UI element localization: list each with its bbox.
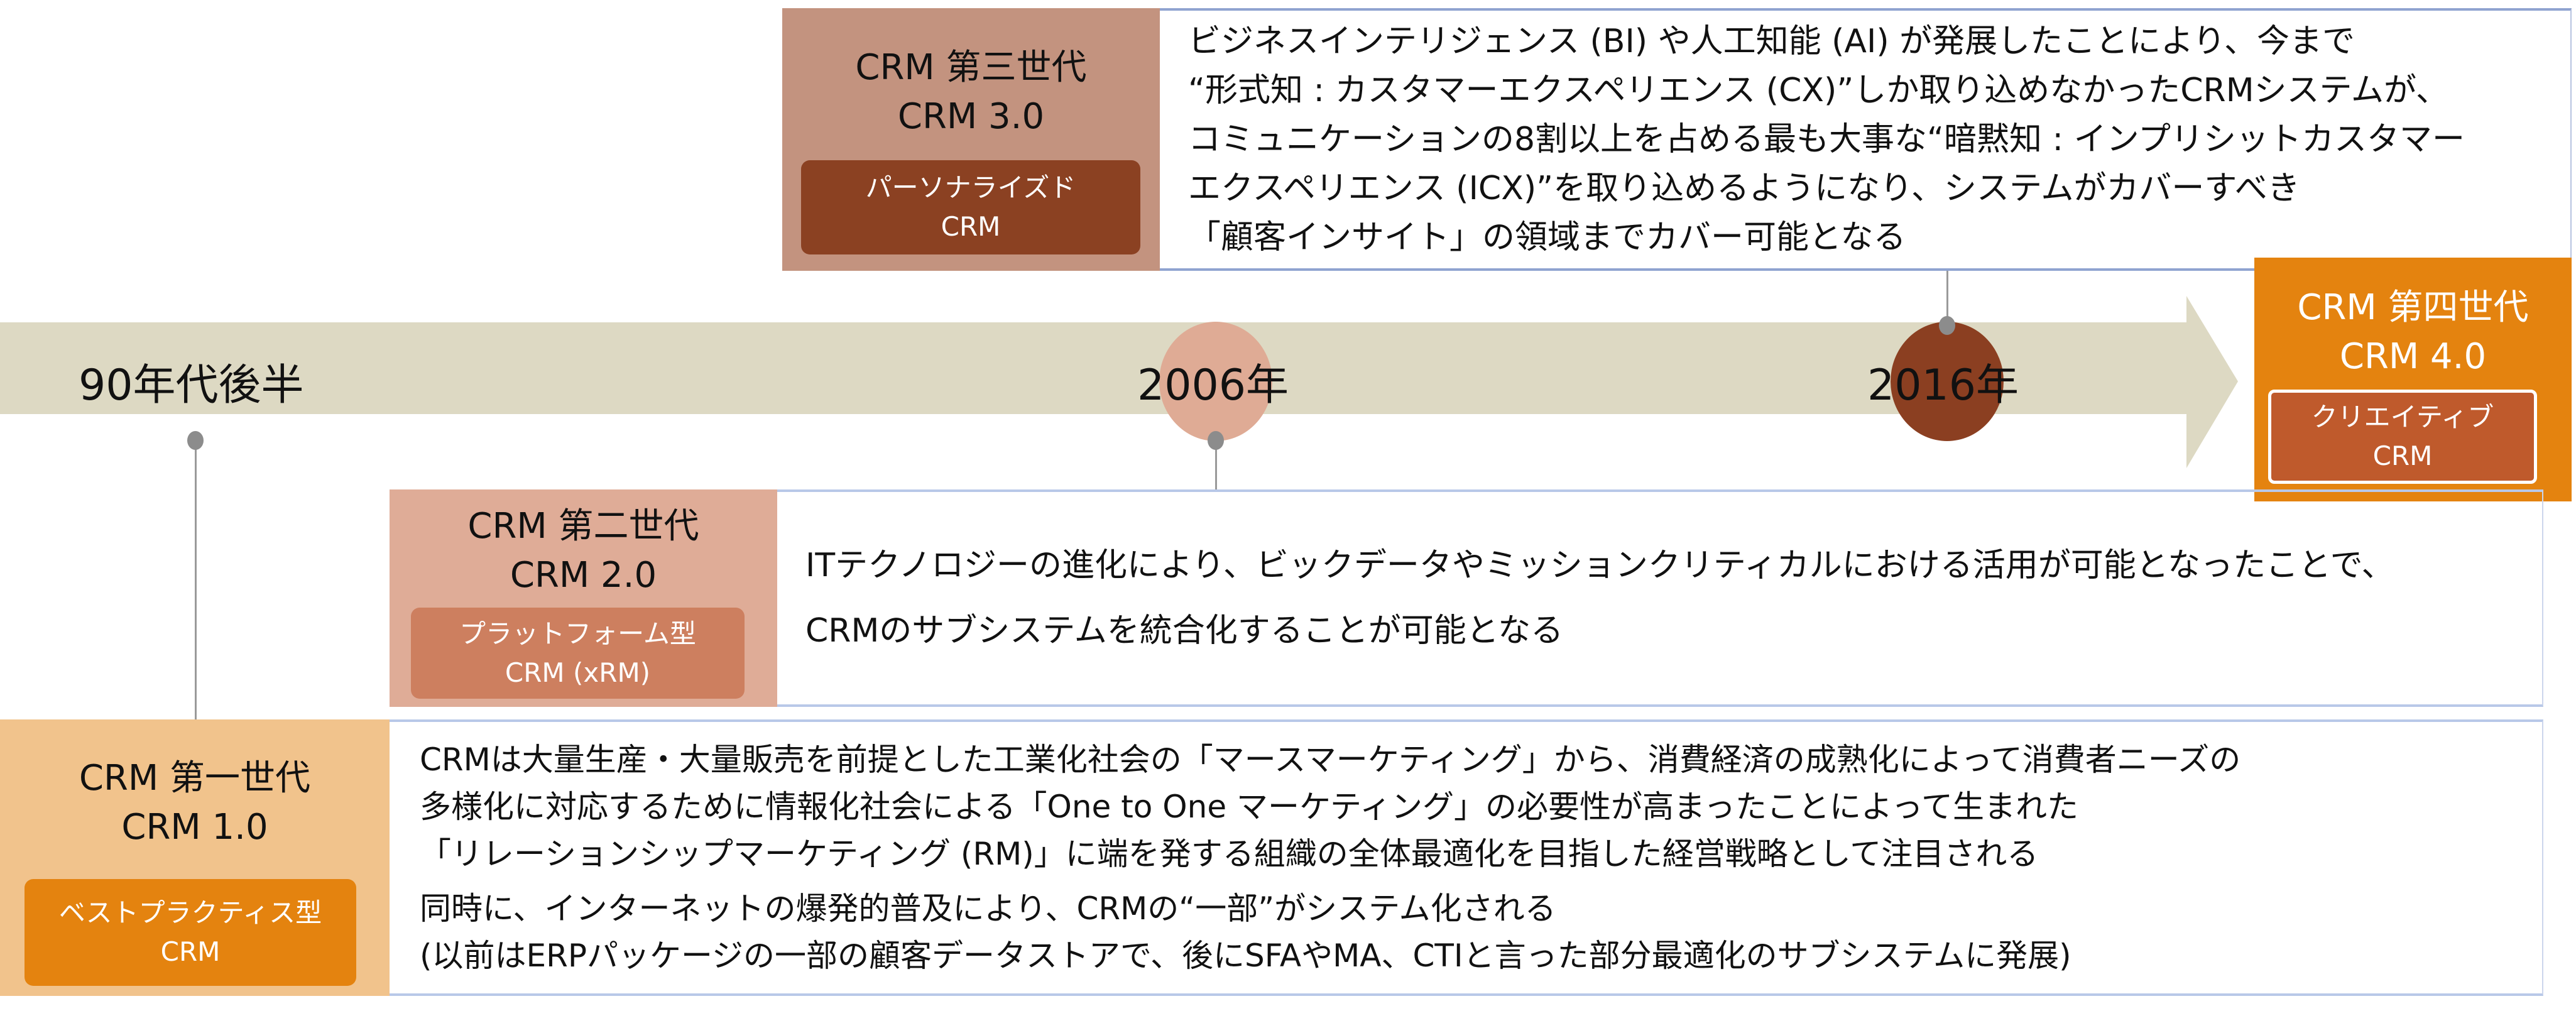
marker-2006: [1159, 322, 1272, 441]
desc-line: 多様化に対応するために情報化社会による「One to One マーケティング」の…: [420, 788, 2078, 825]
gen3-badge: パーソナライズド CRM: [801, 160, 1140, 254]
connector-gen3: [1946, 271, 1948, 325]
desc-line: 「顧客インサイト」の領域までカバー可能となる: [1188, 219, 1906, 256]
desc-line: 「リレーションシップマーケティング (RM)」に端を発する組織の全体最適化を目指…: [420, 835, 2039, 872]
gen2-title: CRM 第二世代: [467, 506, 699, 547]
gen3-title: CRM 第三世代: [855, 47, 1087, 88]
desc-line: エクスペリエンス (ICX)”を取り込めるようになり、システムがカバーすべき: [1188, 170, 2300, 207]
connector-dot: [187, 431, 204, 450]
gen1-version: CRM 1.0: [121, 806, 268, 848]
gen3-version: CRM 3.0: [897, 96, 1045, 137]
gen2-version: CRM 2.0: [510, 555, 657, 596]
gen2-description: ITテクノロジーの進化により、ビックデータやミッションクリティカルにおける活用が…: [777, 489, 2543, 707]
gen1-badge-line2: CRM: [160, 936, 221, 967]
gen4-badge-line1: クリエイティブ: [2311, 402, 2494, 432]
gen4-version: CRM 4.0: [2339, 336, 2487, 377]
connector-gen2: [1215, 440, 1217, 489]
gen4-badge: クリエイティブ CRM: [2268, 390, 2537, 484]
timeline-2006-label: 2006年: [1137, 361, 1289, 410]
desc-line: コミュニケーションの8割以上を占める最も大事な“暗黙知 : インプリシットカスタ…: [1188, 121, 2465, 158]
gen4-badge-line2: CRM: [2372, 440, 2433, 471]
gen1-description: CRMは大量生産・大量販売を前提とした工業化社会の「マースマーケティング」から、…: [390, 719, 2543, 996]
connector-gen1: [195, 440, 197, 719]
desc-line: ITテクノロジーの進化により、ビックデータやミッションクリティカルにおける活用が…: [805, 547, 2394, 584]
gen1-title: CRM 第一世代: [79, 757, 311, 799]
gen2-badge: プラットフォーム型 CRM (xRM): [411, 608, 745, 699]
desc-line: “形式知 : カスタマーエクスペリエンス (CX)”しか取り込めなかったCRMシ…: [1188, 72, 2448, 109]
gen2-badge-line2: CRM (xRM): [505, 657, 651, 688]
gen3-panel: CRM 第三世代 CRM 3.0: [782, 8, 1160, 271]
gen3-badge-line2: CRM: [941, 211, 1001, 242]
desc-line: 同時に、インターネットの爆発的普及により、CRMの“一部”がシステム化される: [420, 890, 1556, 927]
gen3-badge-line1: パーソナライズド: [865, 172, 1076, 203]
timeline-2016-label: 2016年: [1867, 361, 2019, 410]
timeline-start-label: 90年代後半: [79, 361, 304, 410]
desc-line: CRMのサブシステムを統合化することが可能となる: [805, 612, 1564, 650]
gen1-badge: ベストプラクティス型 CRM: [25, 879, 356, 986]
desc-line: ビジネスインテリジェンス (BI) や人工知能 (AI) が発展したことにより、…: [1188, 23, 2355, 60]
gen3-description: ビジネスインテリジェンス (BI) や人工知能 (AI) が発展したことにより、…: [1160, 8, 2572, 271]
desc-line: (以前はERPパッケージの一部の顧客データストアで、後にSFAやMA、CTIと言…: [420, 937, 2071, 974]
gen2-badge-line1: プラットフォーム型: [459, 618, 696, 649]
marker-2016: [1891, 322, 2004, 441]
gen4-title: CRM 第四世代: [2297, 287, 2529, 328]
gen1-badge-line1: ベストプラクティス型: [58, 897, 322, 928]
desc-line: CRMは大量生産・大量販売を前提とした工業化社会の「マースマーケティング」から、…: [420, 741, 2241, 778]
connector-dot: [1208, 431, 1224, 450]
connector-dot: [1939, 316, 1955, 335]
